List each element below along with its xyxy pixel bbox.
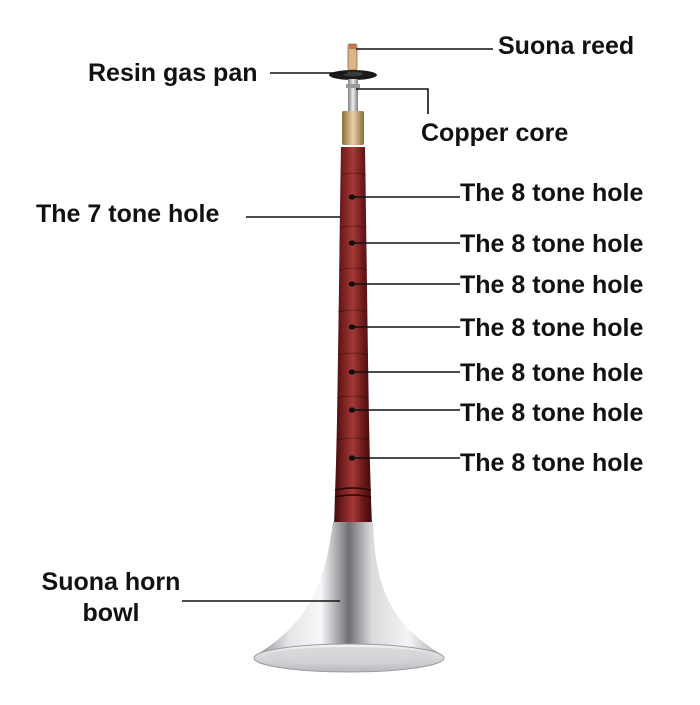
- label-eight-tone-hole-7: The 8 tone hole: [460, 449, 644, 477]
- label-eight-tone-hole-5: The 8 tone hole: [460, 359, 644, 387]
- leader-copper-core: [356, 88, 429, 114]
- label-suona-horn-bowl-line2: bowl: [82, 599, 140, 628]
- label-suona-reed: Suona reed: [498, 32, 635, 60]
- label-copper-core: Copper core: [421, 119, 569, 147]
- label-eight-tone-hole-3: The 8 tone hole: [460, 271, 644, 299]
- copper-core: [348, 79, 358, 111]
- label-eight-tone-hole-2: The 8 tone hole: [460, 230, 644, 258]
- label-eight-tone-hole-6: The 8 tone hole: [460, 399, 644, 427]
- label-eight-tone-hole-4: The 8 tone hole: [460, 314, 644, 342]
- label-eight-tone-hole-1: The 8 tone hole: [460, 179, 644, 207]
- label-resin-gas-pan: Resin gas pan: [88, 59, 258, 87]
- label-suona-horn-bowl-line1: Suona horn: [41, 568, 181, 596]
- brass-ferrule: [342, 111, 364, 145]
- label-seven-tone-hole: The 7 tone hole: [36, 200, 220, 228]
- horn-bell: [256, 522, 442, 655]
- leader-lines: [182, 48, 493, 602]
- label-suona-horn-bowl: Suona horn bowl: [30, 567, 192, 630]
- wooden-body: [334, 147, 372, 525]
